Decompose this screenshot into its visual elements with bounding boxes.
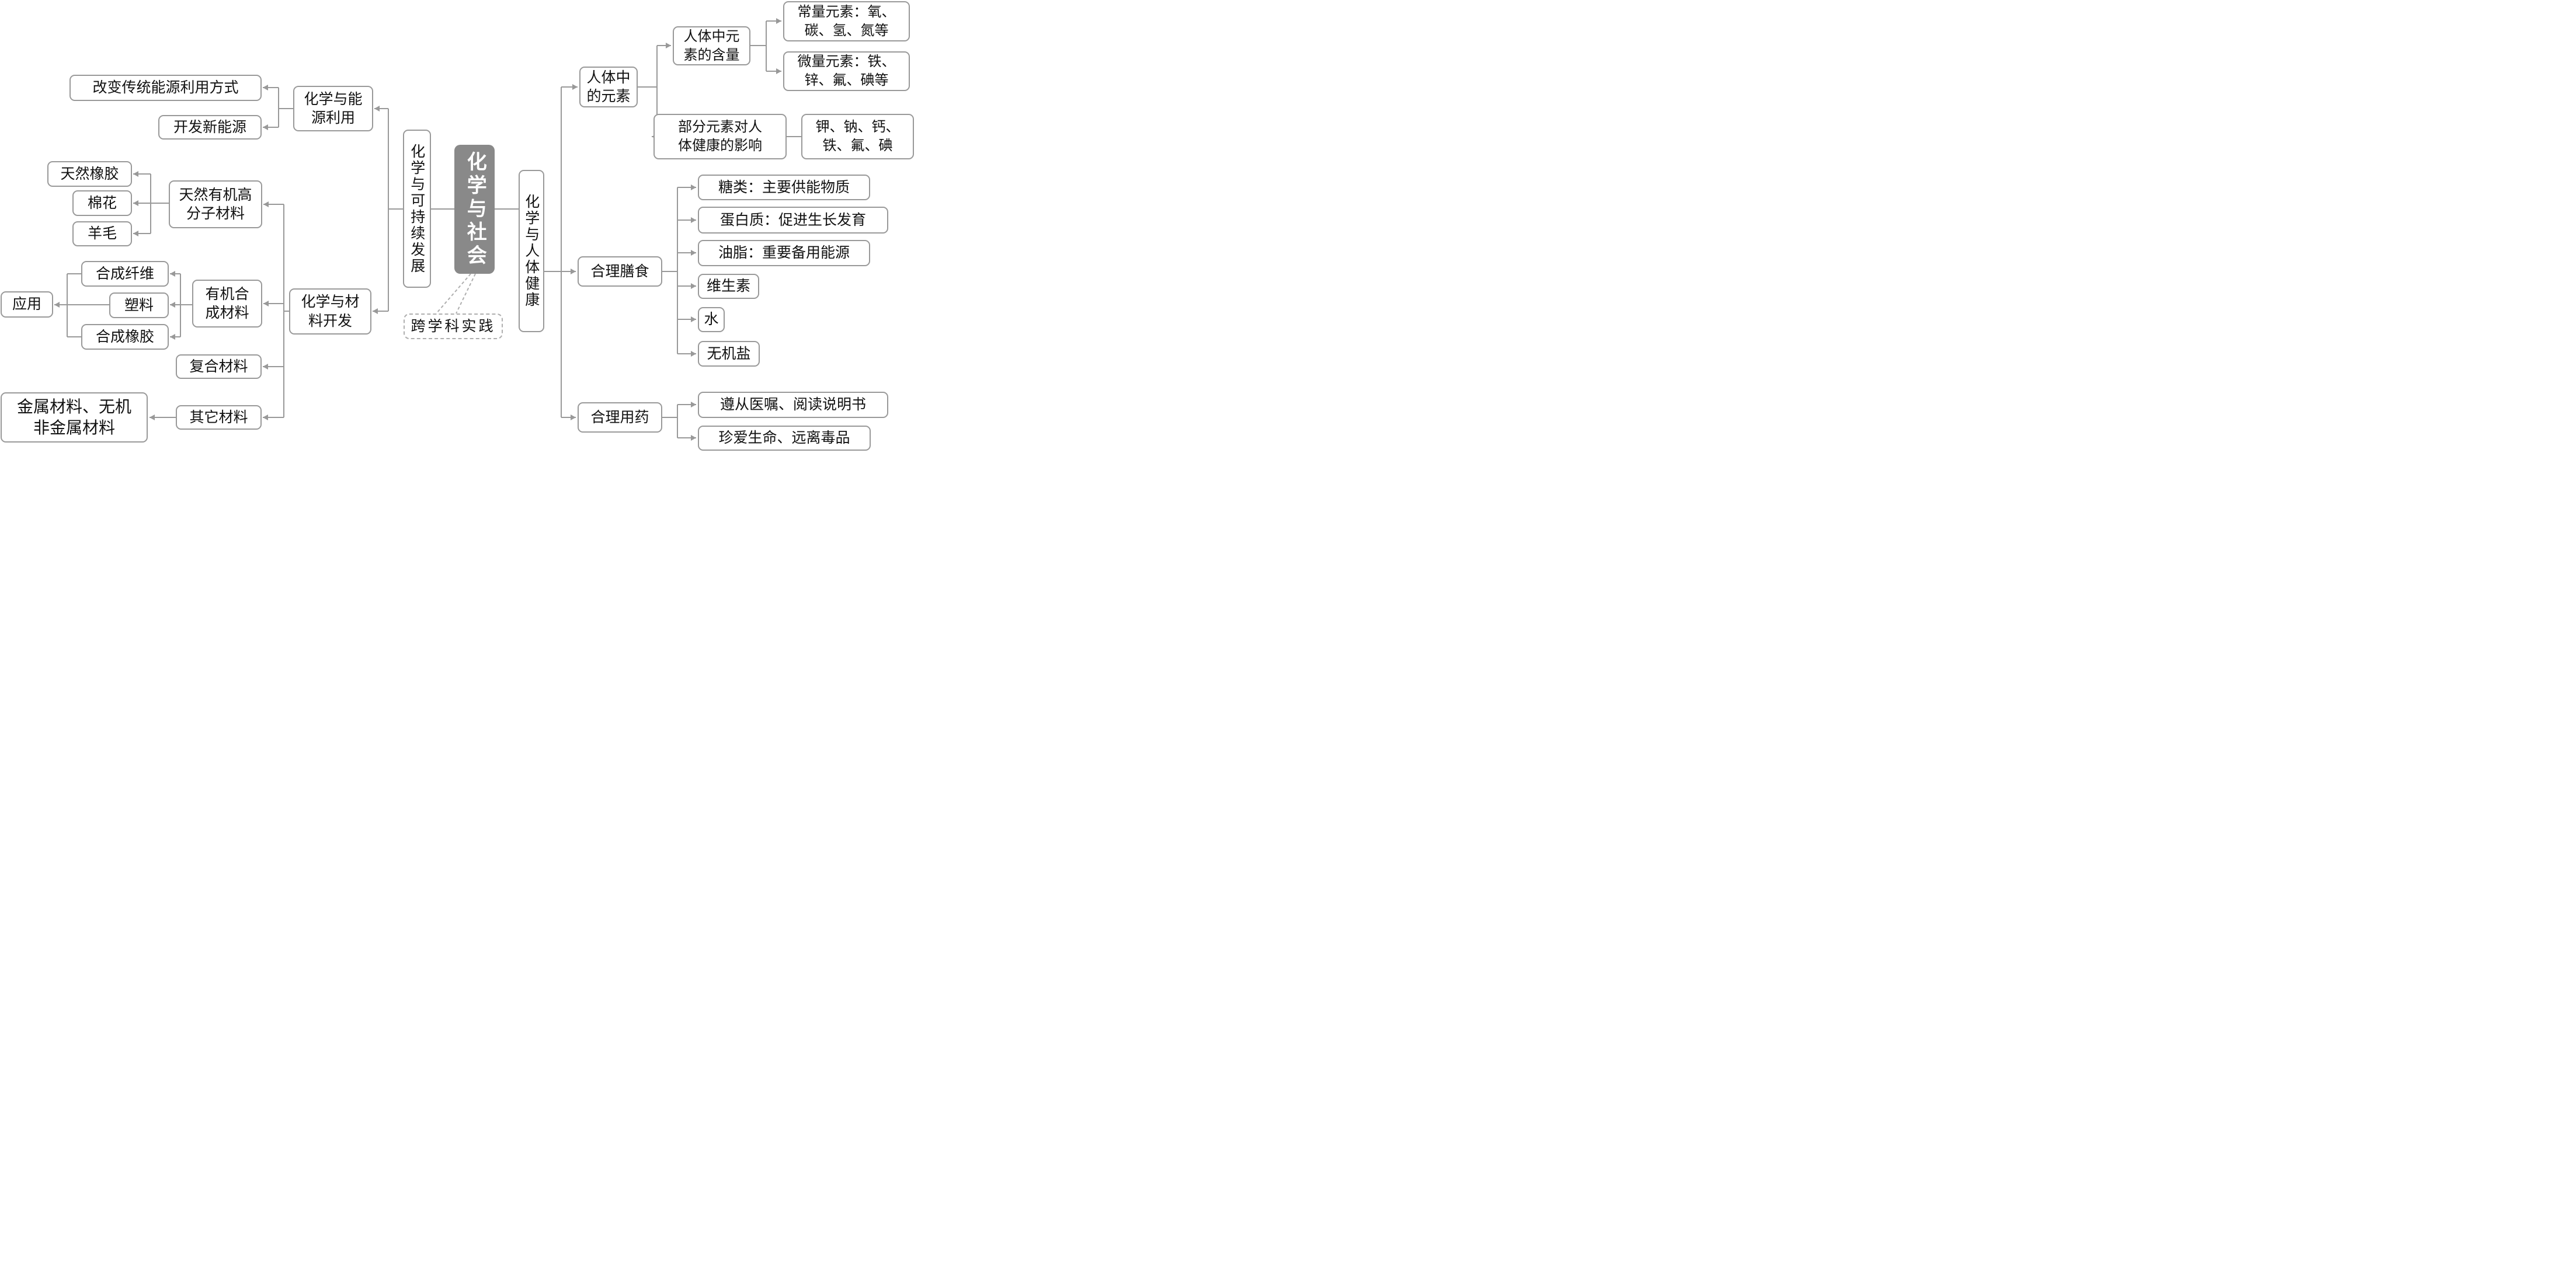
node-sustainable-development: 化学与可持续发展 <box>403 130 431 288</box>
node-material-development: 化学与材 料开发 <box>289 288 371 335</box>
node-protein: 蛋白质：促进生长发育 <box>698 207 888 234</box>
node-energy-use: 化学与能 源利用 <box>293 86 373 131</box>
node-wool: 羊毛 <box>72 221 132 246</box>
node-synthetic-fiber: 合成纤维 <box>81 261 169 287</box>
node-application: 应用 <box>1 291 53 318</box>
node-interdisciplinary-practice: 跨学科实践 <box>404 313 503 339</box>
node-inorganic-salts: 无机盐 <box>698 341 760 367</box>
node-body-elements: 人体中 的元素 <box>579 67 638 107</box>
node-element-health-effect: 部分元素对人 体健康的影响 <box>653 114 787 159</box>
node-element-content: 人体中元 素的含量 <box>673 26 750 65</box>
node-effect-element-list: 钾、钠、钙、 铁、氟、碘 <box>801 114 914 159</box>
connector-layer <box>54 18 801 441</box>
mindmap-canvas: 化学与社会 跨学科实践 化学与可持续发展 化学与能 源利用 改变传统能源利用方式… <box>0 0 916 453</box>
node-metal-inorganic-materials: 金属材料、无机 非金属材料 <box>1 392 148 443</box>
node-water: 水 <box>698 307 725 332</box>
node-synthetic-rubber: 合成橡胶 <box>81 324 169 350</box>
node-trace-elements: 微量元素：铁、 锌、氟、碘等 <box>783 51 910 91</box>
node-root: 化学与社会 <box>454 145 495 274</box>
node-cotton: 棉花 <box>72 190 132 216</box>
node-organic-synthetic-materials: 有机合 成材料 <box>192 280 262 328</box>
edges <box>54 18 801 441</box>
node-major-elements: 常量元素：氧、 碳、氢、氮等 <box>783 1 910 41</box>
node-other-materials: 其它材料 <box>176 405 262 430</box>
node-vitamins: 维生素 <box>698 274 759 299</box>
node-natural-rubber: 天然橡胶 <box>47 161 132 187</box>
node-composite-materials: 复合材料 <box>176 354 262 379</box>
node-plastic: 塑料 <box>109 292 169 318</box>
node-cherish-life-no-drugs: 珍爱生命、远离毒品 <box>698 426 871 451</box>
practice-dashed-links <box>436 273 476 314</box>
node-develop-new-energy: 开发新能源 <box>158 115 262 140</box>
node-natural-polymer-materials: 天然有机高 分子材料 <box>169 180 262 228</box>
node-fats: 油脂：重要备用能源 <box>698 240 870 266</box>
node-reasonable-diet: 合理膳食 <box>578 256 662 287</box>
node-change-traditional-energy: 改变传统能源利用方式 <box>69 75 262 101</box>
node-carbohydrates: 糖类：主要供能物质 <box>698 175 870 200</box>
node-human-health: 化学与人体健康 <box>519 170 544 332</box>
node-reasonable-medication: 合理用药 <box>578 402 662 433</box>
node-follow-doctor-advice: 遵从医嘱、阅读说明书 <box>698 392 888 418</box>
